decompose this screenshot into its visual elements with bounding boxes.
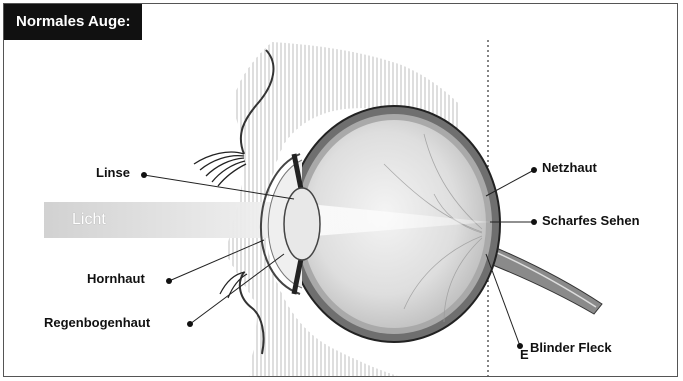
label-regenbogenhaut: Regenbogenhaut [44,315,150,330]
upper-eyelashes [194,152,246,186]
diagram-title: Normales Auge: [4,4,142,40]
diagram-frame: Normales Auge: Licht Linse Hornhaut Rege… [3,3,678,377]
label-blinder-fleck: Blinder Fleck [530,340,612,355]
label-hornhaut: Hornhaut [87,271,145,286]
label-netzhaut: Netzhaut [542,160,597,175]
label-linse: Linse [96,165,130,180]
beam-label: Licht [72,211,106,229]
label-scharfes-sehen: Scharfes Sehen [542,213,640,228]
lens [284,188,320,260]
label-e-marker: E [520,347,529,362]
